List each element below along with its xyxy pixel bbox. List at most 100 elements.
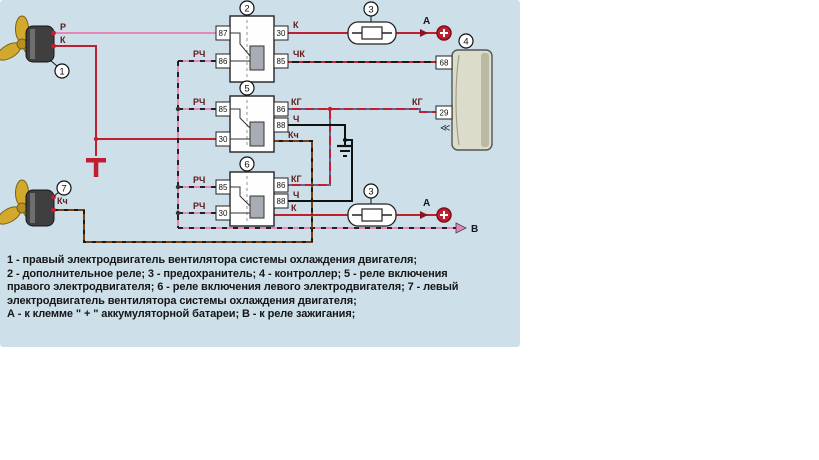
pin-relay6-30 xyxy=(215,205,231,221)
wire-label-kg-controller: КГ xyxy=(412,97,423,107)
wire-label-p: Р xyxy=(60,22,66,32)
wire-label-k-relay6: К xyxy=(291,203,297,213)
relay-5-contact xyxy=(230,108,251,140)
wire-label-k-relay2: К xyxy=(293,20,299,30)
legend-line-3: правого электродвигателя; 6 - реле включ… xyxy=(7,281,459,293)
fan-left: 7 xyxy=(0,179,72,227)
pin-controller-68 xyxy=(435,55,453,70)
pin-relay5-85-label: 85 xyxy=(219,105,228,114)
terminal-a-bottom-label: А xyxy=(423,198,430,209)
legend-line-4: электродвигатель вентилятора системы охл… xyxy=(7,294,357,307)
wire-kch xyxy=(54,140,313,243)
wire-label-rch-relay2: РЧ xyxy=(193,49,205,59)
legend-line-1: 1 - правый электродвигатель вентилятора … xyxy=(7,254,417,266)
pin-controller-29 xyxy=(435,105,453,120)
red-terminal-stem xyxy=(93,162,99,177)
wire-label-chk: ЧК xyxy=(293,49,305,59)
pin-relay2-85-label: 85 xyxy=(277,57,286,66)
pin-relay5-88 xyxy=(273,117,289,133)
relay-6-coil xyxy=(249,195,265,219)
component-badge-3-top-label: 3 xyxy=(368,5,373,16)
fuse-top-element xyxy=(361,26,383,40)
component-badge-2 xyxy=(239,0,255,16)
component-badge-4 xyxy=(458,33,474,49)
controller-contour xyxy=(455,54,460,146)
pin-relay6-86 xyxy=(273,177,289,193)
pin-relay5-30-label: 30 xyxy=(219,135,228,144)
component-badge-6 xyxy=(239,156,255,172)
component-badge-6-label: 6 xyxy=(244,160,249,171)
wire-label-ch-relay5: Ч xyxy=(293,114,299,124)
battery-plus-terminal-bottom xyxy=(436,207,452,223)
pin-controller-29-label: 29 xyxy=(440,109,449,118)
legend: 1 - правый электродвигатель вентилятора … xyxy=(7,254,515,322)
pin-relay6-85 xyxy=(215,179,231,195)
pin-relay6-85-label: 85 xyxy=(219,183,228,192)
junction-red xyxy=(93,136,99,142)
fan-right-motor-highlight xyxy=(30,29,35,59)
badge-pointer-1 xyxy=(49,59,58,67)
wiring-diagram: 1 Р К 7 Кч xyxy=(0,0,493,243)
relay-2-additional: 2 87 30 86 85 xyxy=(215,0,289,83)
pin-relay2-86-label: 86 xyxy=(219,57,228,66)
wire-red-fan1-bus xyxy=(54,45,97,156)
fan-right-terminal-2 xyxy=(51,43,56,49)
component-badge-5 xyxy=(239,80,255,96)
component-badge-3-bottom-label: 3 xyxy=(368,187,373,198)
terminal-b-label: В xyxy=(471,224,478,235)
relay-2-coil xyxy=(249,45,265,71)
pin-relay5-86 xyxy=(273,101,289,117)
fuse-top: 3 xyxy=(347,1,397,45)
component-badge-2-label: 2 xyxy=(244,4,249,15)
pin-relay5-30 xyxy=(215,131,231,147)
fan-right: 1 xyxy=(0,15,70,79)
pin-relay6-88-label: 88 xyxy=(277,197,286,206)
ground-symbol xyxy=(337,144,353,157)
relay-2-contact xyxy=(230,32,251,62)
relay-6-left-fan: 6 85 30 86 88 xyxy=(215,156,289,227)
wire-kg xyxy=(288,106,436,186)
wire-label-kg-relay6: КГ xyxy=(291,174,302,184)
component-badge-5-label: 5 xyxy=(244,84,249,95)
fan-left-terminal-2 xyxy=(51,207,56,213)
wiring-diagram-panel: 1 Р К 7 Кч xyxy=(0,0,520,347)
wire-label-kg-relay5: КГ xyxy=(291,97,302,107)
wire-label-k-fan1: К xyxy=(60,35,66,45)
legend-line-5: А - к клемме " + " аккумуляторной батаре… xyxy=(7,308,356,320)
component-badge-1-label: 1 xyxy=(59,67,64,78)
component-badge-7-label: 7 xyxy=(61,184,66,195)
wire-label-kch-fan7: Кч xyxy=(57,196,68,206)
arrow-to-ignition-relay xyxy=(455,222,467,234)
pin-relay2-87-label: 87 xyxy=(219,29,228,38)
arrow-to-battery-top xyxy=(420,29,428,37)
controller-shade xyxy=(481,53,489,147)
component-badge-4-label: 4 xyxy=(463,37,468,48)
pin-controller-68-label: 68 xyxy=(440,59,449,68)
terminal-a-top-label: А xyxy=(423,16,430,27)
relay-5-right-fan: 5 85 30 86 88 xyxy=(215,80,289,153)
wire-label-kch-relay5: Кч xyxy=(288,130,299,140)
fuse-bottom: 3 xyxy=(347,183,397,227)
legend-line-2: 2 - дополнительное реле; 3 - предохранит… xyxy=(7,267,448,280)
pin-relay2-87 xyxy=(215,25,231,41)
wire-rch-bus xyxy=(175,60,456,229)
arrow-to-battery-bottom xyxy=(420,211,428,219)
battery-plus-terminal-top xyxy=(436,25,452,41)
wire-label-rch-relay6-30: РЧ xyxy=(193,201,205,211)
wire-black-relay6-ground xyxy=(288,139,353,202)
component-badge-7 xyxy=(56,180,72,196)
pin-relay6-86-label: 86 xyxy=(277,181,286,190)
pin-relay2-86 xyxy=(215,53,231,69)
fan-right-terminal-1 xyxy=(51,30,56,36)
junction-black xyxy=(342,137,348,143)
pin-relay5-86-label: 86 xyxy=(277,105,286,114)
pin-relay5-85 xyxy=(215,101,231,117)
pin-relay5-88-label: 88 xyxy=(277,121,286,130)
relay-6-contact xyxy=(230,186,251,214)
red-terminal-bar xyxy=(86,158,106,163)
wire-label-rch-relay5: РЧ xyxy=(193,97,205,107)
relay-5-coil xyxy=(249,121,265,147)
pin-relay6-30-label: 30 xyxy=(219,209,228,218)
pin-relay2-30 xyxy=(273,25,289,41)
